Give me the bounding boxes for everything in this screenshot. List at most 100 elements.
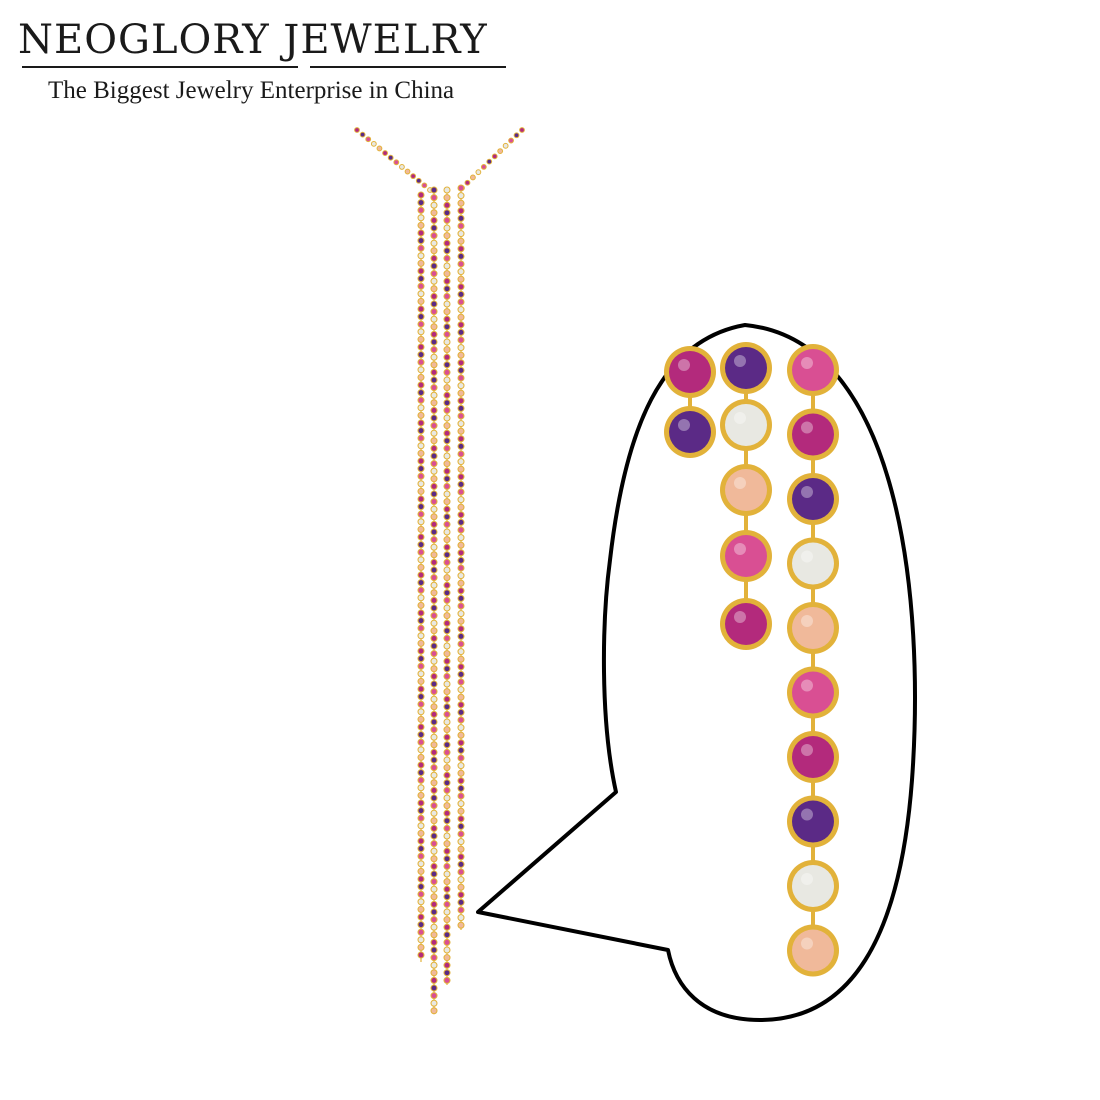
strand-bead	[430, 247, 438, 255]
strand-bead	[430, 680, 438, 688]
strand-bead	[457, 526, 465, 534]
strand-bead	[417, 807, 425, 815]
strand-bead	[417, 921, 425, 929]
detail-gem	[792, 671, 834, 714]
strand-bead	[417, 381, 425, 389]
gem-highlight	[678, 359, 690, 371]
strand-bead	[417, 404, 425, 412]
strand-bead	[443, 733, 451, 741]
strand-bead	[457, 777, 465, 785]
strand-bead	[443, 650, 451, 658]
strand-bead	[457, 397, 465, 405]
strand-bead	[443, 513, 451, 521]
strand-bead	[443, 437, 451, 445]
strand-bead	[443, 574, 451, 582]
strand-bead	[417, 525, 425, 533]
strand-bead	[457, 876, 465, 884]
strand-bead	[457, 237, 465, 245]
strand-bead	[443, 414, 451, 422]
strand-bead	[457, 906, 465, 914]
strand-bead	[443, 551, 451, 559]
strand-bead	[417, 343, 425, 351]
strand-bead	[430, 885, 438, 893]
strand-bead	[430, 437, 438, 445]
strand-bead	[443, 862, 451, 870]
strand-bead	[430, 528, 438, 536]
strand-bead	[430, 862, 438, 870]
strand-bead	[417, 449, 425, 457]
strand-bead	[443, 270, 451, 278]
strand-bead	[430, 824, 438, 832]
strand-bead	[457, 708, 465, 716]
strand-bead	[430, 840, 438, 848]
gem-highlight	[801, 486, 813, 498]
strand-bead	[430, 900, 438, 908]
strand-bead	[430, 224, 438, 232]
strand-bead	[417, 237, 425, 245]
strand-bead	[430, 741, 438, 749]
strand-bead	[417, 510, 425, 518]
strand-bead	[443, 399, 451, 407]
strand-bead	[457, 389, 465, 397]
strand-bead	[457, 883, 465, 891]
strand-bead	[430, 338, 438, 346]
strand-bead	[417, 465, 425, 473]
strand-bead	[417, 503, 425, 511]
chain-bead	[393, 159, 400, 166]
strand-bead	[430, 665, 438, 673]
strand-bead	[457, 382, 465, 390]
strand-bead	[443, 406, 451, 414]
strand-bead	[457, 632, 465, 640]
strand-bead	[417, 685, 425, 693]
strand-bead	[417, 579, 425, 587]
strand-bead	[457, 184, 465, 192]
strand-bead	[457, 366, 465, 374]
strand-bead	[417, 434, 425, 442]
strand-bead	[417, 609, 425, 617]
strand-bead	[430, 946, 438, 954]
strand-bead	[430, 406, 438, 414]
strand-bead	[430, 323, 438, 331]
strand-bead	[430, 194, 438, 202]
strand-bead	[457, 693, 465, 701]
strand-bead	[457, 610, 465, 618]
detail-gem	[792, 478, 834, 520]
strand-bead	[430, 482, 438, 490]
strand-bead	[443, 224, 451, 232]
strand-bead	[417, 290, 425, 298]
strand-bead	[430, 817, 438, 825]
strand-bead	[443, 460, 451, 468]
strand-bead	[430, 642, 438, 650]
strand-bead	[417, 282, 425, 290]
strand-bead	[457, 594, 465, 602]
gem-highlight	[801, 744, 813, 756]
strand-bead	[443, 938, 451, 946]
strand-bead	[417, 244, 425, 252]
strand-bead	[457, 199, 465, 207]
strand-bead	[417, 814, 425, 822]
strand-bead	[430, 277, 438, 285]
strand-bead	[430, 710, 438, 718]
strand-bead	[430, 969, 438, 977]
chain-bead	[519, 127, 525, 133]
strand-bead	[430, 695, 438, 703]
strand-bead	[457, 640, 465, 648]
strand-bead	[417, 639, 425, 647]
chain-bead	[410, 173, 417, 180]
strand-bead	[457, 678, 465, 686]
strand-bead	[443, 315, 451, 323]
strand-bead	[417, 776, 425, 784]
strand-bead	[417, 411, 425, 419]
strand-bead	[430, 513, 438, 521]
strand-bead	[443, 908, 451, 916]
strand-bead	[417, 769, 425, 777]
strand-bead	[457, 207, 465, 215]
strand-bead	[430, 391, 438, 399]
strand-bead	[443, 338, 451, 346]
gem-highlight	[801, 873, 813, 885]
detail-gem	[669, 411, 711, 453]
strand-bead	[430, 1007, 438, 1015]
strand-bead	[457, 769, 465, 777]
strand-bead	[430, 718, 438, 726]
